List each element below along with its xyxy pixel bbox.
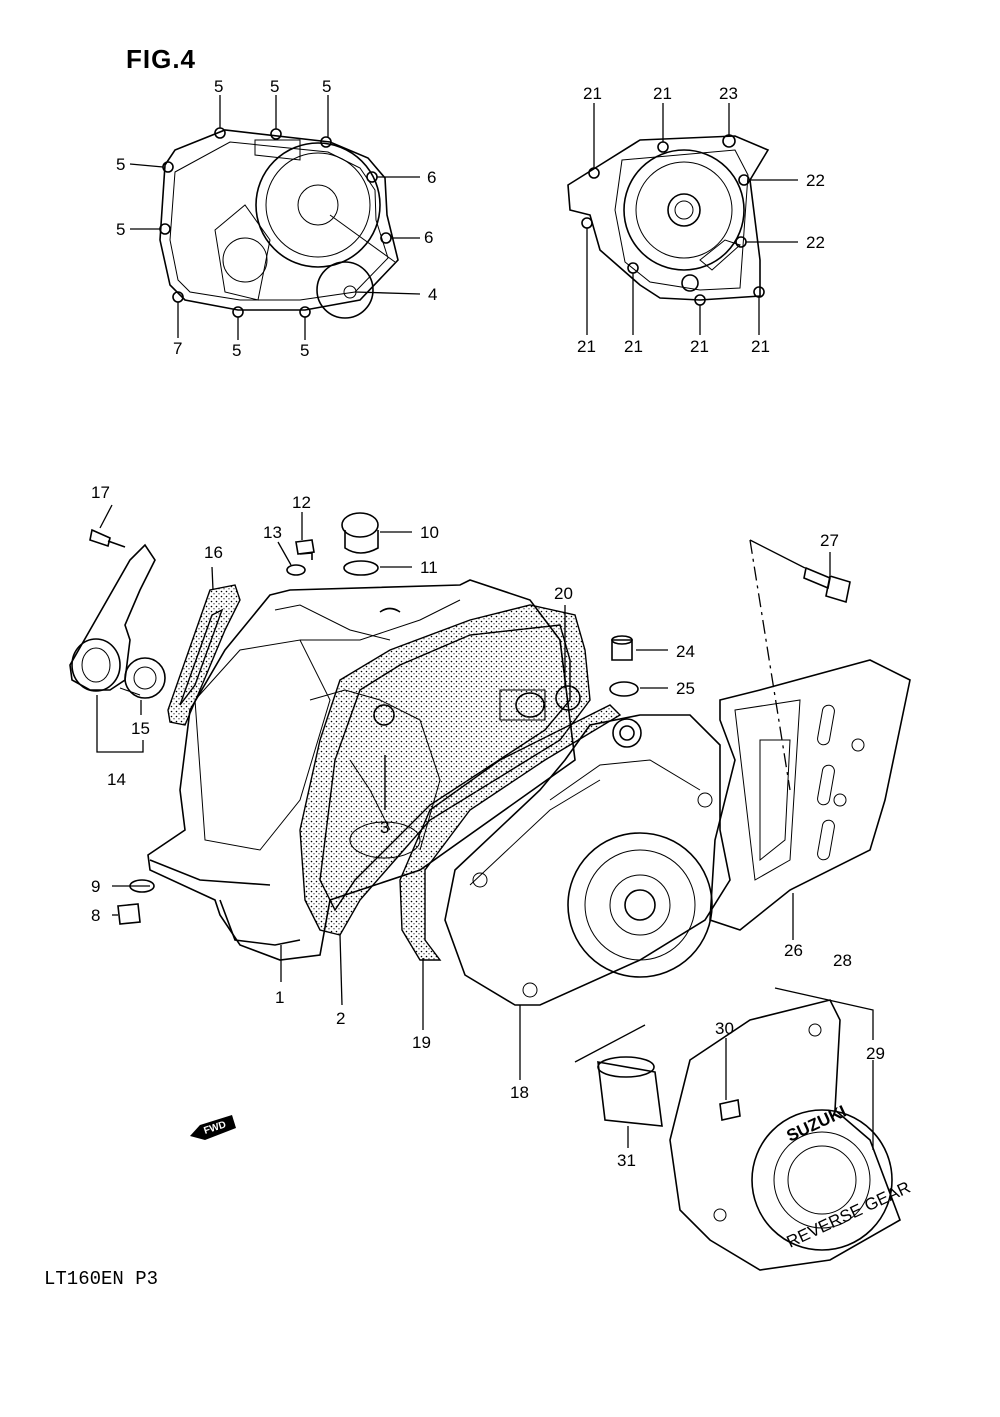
callout-20: 20	[554, 584, 573, 603]
callout-30: 30	[715, 1019, 734, 1038]
crankcase-gasket	[299, 604, 591, 936]
callout-22: 22	[806, 233, 825, 252]
callout-14: 14	[107, 770, 126, 789]
callout-21: 21	[624, 337, 643, 356]
lifter-gasket	[167, 584, 241, 726]
figure-title: FIG.4	[126, 44, 197, 74]
callout-12: 12	[292, 493, 311, 512]
callout-16: 16	[204, 543, 223, 562]
footer-code: LT160EN P3	[44, 1268, 159, 1290]
callout-5: 5	[214, 77, 223, 96]
callout-21: 21	[653, 84, 672, 103]
callout-5: 5	[232, 341, 241, 360]
callout-5: 5	[270, 77, 279, 96]
callout-31: 31	[617, 1151, 636, 1170]
callout-28: 28	[833, 951, 852, 970]
callout-6: 6	[427, 168, 436, 187]
callout-5: 5	[322, 77, 331, 96]
callout-23: 23	[719, 84, 738, 103]
callout-5: 5	[116, 220, 125, 239]
magneto-cover-bolt-holes	[581, 134, 765, 306]
top-right-magneto-cover	[567, 103, 798, 335]
callout-9: 9	[91, 877, 100, 896]
callout-27: 27	[820, 531, 839, 550]
fwd-arrow-icon: FWD	[190, 1115, 236, 1140]
callout-10: 10	[420, 523, 439, 542]
callout-21: 21	[577, 337, 596, 356]
callout-7: 7	[173, 339, 182, 358]
callout-24: 24	[676, 642, 695, 661]
callout-5: 5	[116, 155, 125, 174]
callout-17: 17	[91, 483, 110, 502]
crankcase-cover-right	[444, 714, 731, 1006]
callout-13: 13	[263, 523, 282, 542]
callout-21: 21	[583, 84, 602, 103]
callout-29: 29	[866, 1044, 885, 1063]
top-left-cover	[129, 95, 421, 340]
main-callout-lines	[96, 504, 874, 1150]
callout-11: 11	[420, 558, 438, 577]
callout-21: 21	[690, 337, 709, 356]
callout-25: 25	[676, 679, 695, 698]
callout-3: 3	[380, 818, 389, 837]
cover-brand-text: SUZUKI	[784, 1102, 849, 1146]
callout-15: 15	[131, 719, 150, 738]
callout-19: 19	[412, 1033, 431, 1052]
callout-labels: 5 5 5 5 5 6 6 4 7 5 5 21 21 23 22 22 21 …	[91, 77, 885, 1170]
callout-18: 18	[510, 1083, 529, 1102]
callout-22: 22	[806, 171, 825, 190]
fasteners	[89, 512, 851, 1127]
callout-5: 5	[300, 341, 309, 360]
callout-8: 8	[91, 906, 100, 925]
callout-26: 26	[784, 941, 803, 960]
callout-21: 21	[751, 337, 770, 356]
clutch-lifter-bracket	[69, 543, 166, 699]
callout-4: 4	[428, 285, 437, 304]
callout-2: 2	[336, 1009, 345, 1028]
callout-1: 1	[275, 988, 284, 1007]
cover-reverse-text: REVERSE GEAR	[784, 1178, 914, 1252]
sprocket-cover	[709, 539, 911, 931]
callout-6: 6	[424, 228, 433, 247]
reverse-gear-cover: SUZUKI REVERSE GEAR	[669, 999, 914, 1271]
